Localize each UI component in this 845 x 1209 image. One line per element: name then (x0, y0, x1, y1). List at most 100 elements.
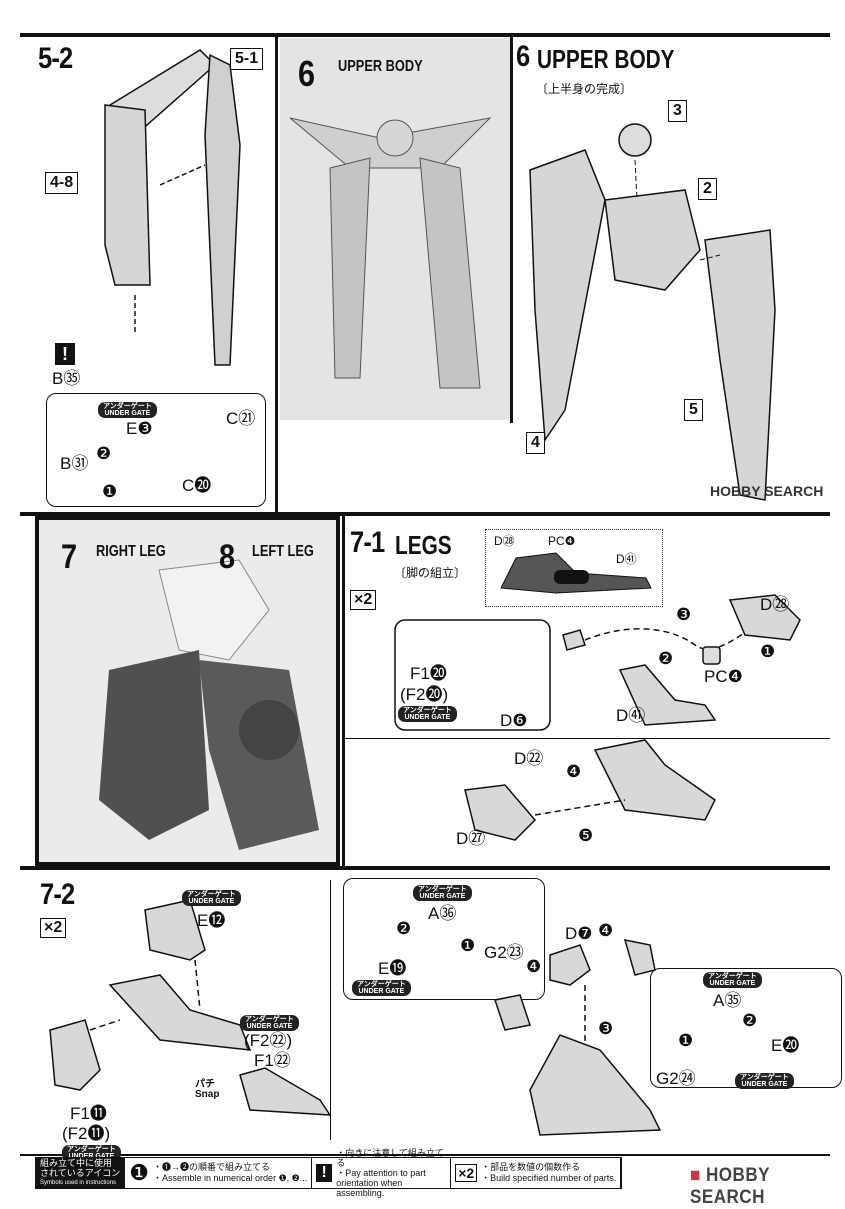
leg-joint-detail (500, 552, 652, 594)
upper-body-figure (289, 117, 492, 389)
divider (330, 880, 331, 1140)
divider (20, 512, 830, 516)
step-subtitle: 〔脚の組立〕 (394, 566, 467, 580)
part-label-c21: C㉑ (226, 409, 256, 428)
order-icon: ❶ (129, 1160, 150, 1185)
ref-box-2: 2 (698, 178, 717, 200)
step-number: 7-2 (40, 878, 75, 911)
detail-callout (46, 393, 266, 507)
part-label-a36: A㊱ (428, 904, 457, 923)
step-number: 8 (219, 538, 235, 576)
step-subtitle: 〔上半身の完成〕 (536, 82, 633, 96)
step-marker-4: ❹ (526, 957, 542, 976)
part-label-d22: D㉒ (514, 749, 544, 768)
watermark-logo: HOBBY SEARCH (710, 483, 824, 499)
attention-icon: ! (316, 1164, 333, 1182)
step-marker-2: ❷ (396, 919, 412, 938)
part-label-d28: D㉘ (760, 595, 790, 614)
step-title: UPPER BODY (537, 44, 675, 74)
part-label-f2-20: (F2⓴) (400, 685, 449, 704)
photo-title: UPPER BODY (338, 58, 423, 75)
footer-rule (20, 1154, 830, 1156)
step-marker-2: ❷ (658, 649, 674, 668)
ref-box-4-8: 4-8 (45, 172, 79, 194)
step-marker-1: ❶ (760, 642, 776, 661)
part-label-c20: C⓴ (182, 476, 212, 495)
photo-title-left-leg: LEFT LEG (252, 543, 314, 560)
part-label-f2-22: (F2㉒) (244, 1031, 293, 1050)
divider (345, 738, 830, 739)
part-label-g2-23: G2㉓ (484, 943, 524, 962)
step-marker-1: ❶ (460, 936, 476, 955)
photo-title-right-leg: RIGHT LEG (96, 543, 166, 560)
legs-photo: 7 RIGHT LEG 8 LEFT LEG (35, 516, 340, 866)
divider (342, 512, 345, 868)
step-marker-3: ❸ (676, 605, 692, 624)
step-number: 7-1 (350, 526, 385, 559)
part-label-d27: D㉗ (456, 829, 486, 848)
step-number: 6 (516, 40, 530, 73)
part-label-d6: D❻ (500, 711, 528, 730)
part-label-f1-11: F1⓫ (70, 1104, 107, 1123)
step-marker-3: ❸ (598, 1019, 614, 1038)
step-marker-1: ❶ (102, 482, 118, 501)
step-marker-5: ❺ (578, 826, 594, 845)
ref-box-5-1: 5-1 (230, 48, 264, 70)
part-label-e3: E❸ (126, 419, 153, 438)
step-marker-1: ❶ (678, 1031, 694, 1050)
legend-order: ❶ ・❶→❷の順番で組み立てる・Assemble in numerical or… (125, 1158, 313, 1188)
ref-box-3: 3 (668, 100, 687, 122)
legend-count: ×2 ・部品を数値の個数作る・Build specified number of… (451, 1158, 622, 1188)
part-label-d7: D❼ (565, 924, 593, 943)
legend-title: 組み立て中に使用 されているアイコン Symbols used in instr… (36, 1158, 126, 1188)
hobby-search-logo: ■ HOBBY SEARCH (690, 1165, 770, 1208)
step-marker-2: ❷ (742, 1011, 758, 1030)
legs-figure (99, 559, 319, 850)
step-number: 5-2 (38, 42, 73, 75)
multiplier-badge: ×2 (350, 590, 377, 610)
warning-icon: ! (55, 343, 75, 365)
part-label-a35: A㉟ (713, 991, 742, 1010)
top-rule (20, 33, 830, 37)
part-label-f2-11: (F2⓫) (62, 1124, 111, 1143)
part-label-g2-24: G2㉔ (656, 1069, 696, 1088)
multiplier-badge: ×2 (40, 918, 67, 938)
detail-callout-left (343, 878, 545, 1000)
ref-box-4: 4 (526, 432, 545, 454)
part-label-f1-20: F1⓴ (410, 664, 447, 683)
detail-label-pc4: PC❹ (548, 534, 576, 548)
heel-parts-illustration (494, 939, 662, 1136)
part-label-pc4: PC❹ (704, 667, 743, 686)
step-number: 6 (298, 53, 315, 94)
upper-body-assembly-illustration (529, 123, 776, 501)
legs-parts-illustration (394, 594, 801, 841)
divider (275, 33, 278, 513)
symbol-legend: 組み立て中に使用 されているアイコン Symbols used in instr… (35, 1148, 623, 1198)
part-label-e20: E⓴ (771, 1036, 800, 1055)
arm-part-illustration (104, 49, 241, 366)
part-label-d41: D㊶ (616, 706, 646, 725)
step-marker-4: ❹ (566, 762, 582, 781)
legend-attention: ! ・向きに注意して組み立てる・Pay attention to part or… (312, 1148, 452, 1198)
part-label-b35: B㉟ (52, 369, 81, 388)
step-marker-4: ❹ (598, 921, 614, 940)
part-label-f1-22: F1㉒ (254, 1051, 291, 1070)
part-label-b31: B㉛ (60, 454, 89, 473)
step-marker-2: ❷ (96, 444, 112, 463)
detail-label-d28: D㉘ (494, 534, 515, 548)
upper-body-photo: 6 UPPER BODY (280, 38, 510, 420)
count-icon: ×2 (455, 1164, 478, 1182)
divider (20, 866, 830, 870)
divider (510, 33, 513, 423)
part-label-e19: E⓳ (378, 959, 407, 978)
step-number: 7 (61, 538, 77, 576)
part-label-e12: E⓬ (197, 911, 226, 930)
